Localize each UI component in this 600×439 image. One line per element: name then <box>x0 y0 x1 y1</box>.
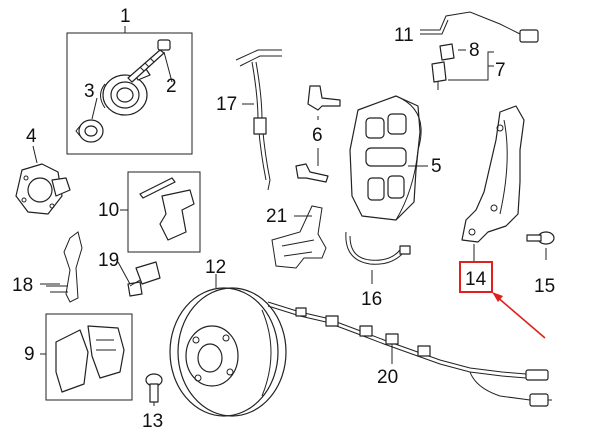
brake-rotor <box>169 274 287 417</box>
callout-12: 12 <box>205 257 226 278</box>
group-box-9 <box>45 313 133 401</box>
callout-18: 18 <box>12 275 33 296</box>
group-box-10 <box>127 171 201 253</box>
callout-2: 2 <box>166 76 177 97</box>
callout-16: 16 <box>361 289 382 310</box>
callout-19: 19 <box>98 250 119 271</box>
callout-11: 11 <box>394 25 414 46</box>
callout-14: 14 <box>465 269 487 290</box>
callout-1: 1 <box>120 6 131 27</box>
wheel-bearing <box>100 68 151 116</box>
callout-20: 20 <box>377 367 398 388</box>
callout-7: 7 <box>495 60 506 81</box>
highlight-box <box>459 261 493 293</box>
part-group-1 <box>66 26 193 155</box>
callout-9: 9 <box>24 344 35 365</box>
callout-10: 10 <box>98 200 119 221</box>
axle-nut <box>75 119 104 143</box>
brake-hose <box>235 49 282 191</box>
group-box-1 <box>66 32 193 155</box>
abs-harness <box>267 301 552 407</box>
part-group-9 <box>40 313 133 401</box>
highlight-arrow <box>495 295 546 339</box>
rotor-screw <box>145 373 163 406</box>
abs-sensor-group <box>420 11 539 90</box>
brake-caliper <box>349 95 428 221</box>
part-group-10 <box>120 171 201 253</box>
callout-4: 4 <box>26 126 37 147</box>
wear-indicator-wire <box>345 231 411 284</box>
callout-17: 17 <box>216 94 237 115</box>
callout-6: 6 <box>312 125 323 146</box>
splash-shield <box>461 105 525 262</box>
caliper-bolts <box>295 85 341 183</box>
caliper-bracket <box>271 205 327 269</box>
callout-13: 13 <box>142 411 163 432</box>
callout-15: 15 <box>534 276 555 297</box>
callout-3: 3 <box>84 81 95 102</box>
hub-bolt <box>127 39 171 83</box>
callout-5: 5 <box>431 156 442 177</box>
pad-spring <box>40 231 83 303</box>
hub-flange <box>15 145 71 215</box>
highlight-marker <box>459 261 546 339</box>
pad-wear-sensor <box>117 261 161 297</box>
callout-21: 21 <box>266 206 287 227</box>
arrow-head-icon <box>492 292 503 302</box>
shield-bolt <box>526 231 555 260</box>
callout-8: 8 <box>469 40 480 61</box>
